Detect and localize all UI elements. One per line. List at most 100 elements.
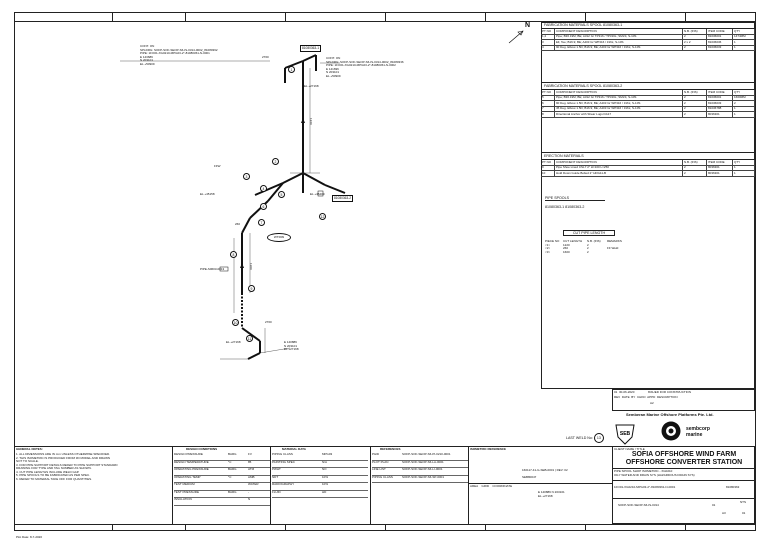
info-cell: MPG03 bbox=[322, 453, 333, 456]
general-notes: 1. ALL DIMENSIONS ARE IN mm UNLESS OTHER… bbox=[16, 452, 118, 481]
strip-col bbox=[370, 446, 371, 524]
info-cell: 85 bbox=[248, 460, 252, 464]
cut-cell: 2 bbox=[587, 246, 589, 251]
tb-line-no: 1FO01-XG0210-MPG03-2"-81080361-N-0001 bbox=[614, 485, 676, 489]
coords-header: AREA GRID COORDINATE bbox=[470, 484, 513, 488]
info-cell: N/A bbox=[322, 460, 328, 464]
info-cell: NO bbox=[322, 468, 327, 471]
info-cell bbox=[228, 498, 248, 505]
info-cell: BARG bbox=[228, 490, 237, 494]
info-row: PWHT NO bbox=[272, 468, 368, 476]
cut-header-cell: N.B. (INS) bbox=[587, 239, 601, 244]
fab2-cell: 8036301 bbox=[707, 112, 733, 117]
cut-header-cell: PIECE NO bbox=[545, 239, 560, 244]
fab1-cell: 1 bbox=[733, 40, 755, 45]
info-cell: PIPING CLASS bbox=[372, 475, 393, 479]
pipe-route bbox=[120, 54, 346, 360]
logo-shield-icon: SEB bbox=[612, 422, 638, 446]
fab2-cell: 1660MM bbox=[733, 96, 755, 101]
spool-tag-mid: 81080363-2 bbox=[332, 195, 354, 202]
fab2-cell: 45 Deg. Elbow 1.5D; B16.9; BE; A403 Gr W… bbox=[555, 107, 683, 112]
erect-title: ERECTION MATERIALS bbox=[541, 152, 755, 161]
erect-cell: 1 bbox=[733, 166, 755, 171]
info-cell: TEST PRESSURE bbox=[174, 490, 199, 494]
info-cell: SOFP-SOF-SEOP-S6-LI-0001 bbox=[402, 468, 443, 471]
erect-header-cell: COMPONENT DESCRIPTION bbox=[555, 160, 683, 165]
tb-divider bbox=[612, 468, 755, 469]
fab2-cell: 2 bbox=[683, 107, 707, 112]
ref-title: REFERENCES bbox=[380, 447, 401, 451]
cut-cell: 1220 bbox=[563, 242, 570, 247]
iso-ref: 160117-41-G-SEB-0001 | REV: 02 bbox=[522, 468, 568, 472]
el-27168-top: EL +27168 bbox=[304, 84, 319, 88]
callout-7: 7 bbox=[258, 219, 265, 226]
ffw-label: FFW bbox=[214, 164, 221, 168]
materials-panel bbox=[541, 22, 755, 389]
fab2-cell: 7 bbox=[541, 107, 555, 112]
callout-1: 1 bbox=[288, 66, 295, 73]
tb-size: A3 bbox=[722, 511, 726, 515]
info-cell: OPERATING PRESSURE bbox=[174, 468, 209, 471]
fab1-cell: Pipe; B36.19M; BE; A312 Gr TP316 / TP316… bbox=[555, 35, 683, 40]
fab2-cell: 1 bbox=[733, 112, 755, 117]
tb-desc2: OILY WATER AND DRAIN SYS (HAZARDOUS DRAI… bbox=[614, 473, 695, 477]
info-cell: BARG bbox=[228, 468, 237, 471]
design-title: DESIGN CONDITIONS bbox=[186, 447, 218, 451]
erect-header-cell: ITEM CODE bbox=[707, 160, 733, 165]
strip-col bbox=[468, 446, 469, 524]
info-cell: AMB bbox=[248, 475, 255, 479]
info-cell: DESIGN PRESSURE bbox=[174, 453, 203, 456]
revision-cols: REV DATE BY CHKD APPD DESCRIPTION bbox=[614, 395, 678, 399]
fab1-cell: 2 bbox=[683, 35, 707, 40]
grid-tick bbox=[485, 12, 486, 21]
fab2-header-cell: PT NO bbox=[541, 90, 555, 95]
dim-2760-top: 2760 bbox=[262, 55, 269, 59]
fab2-cell: 1 bbox=[733, 107, 755, 112]
fab1-cell: 1,2 bbox=[541, 35, 555, 40]
spools-items: 81080363-1 81080363-2 bbox=[545, 205, 585, 210]
iso-title: ISOMETRIC REFERENCE bbox=[470, 447, 507, 451]
fab2-cell: 81036788 bbox=[707, 107, 733, 112]
grid-tick bbox=[385, 524, 386, 531]
station-title: OFFSHORE CONVERTER STATION bbox=[625, 459, 743, 466]
isometric-drawing: CONT. ON SPLDRG: SOFP-SOF-SEOP-S6-IS-031… bbox=[20, 23, 540, 433]
fab2-table: FABRICATION MATERIALS SPOOL 81080363-2 P… bbox=[541, 82, 755, 118]
fab2-header-cell: N.B. (INS) bbox=[683, 90, 707, 95]
erect-cell: 1 bbox=[733, 171, 755, 176]
cut-cell: <2> bbox=[545, 246, 551, 251]
logo-sembcorp: sembcorp marine bbox=[686, 426, 710, 438]
fab2-cell: 81036033 bbox=[707, 101, 733, 106]
info-cell: FLUID bbox=[272, 490, 281, 494]
weld-tag: WTR09 bbox=[267, 233, 291, 242]
fab2-cell: Directional Anchor with Shear Lugs DA17 bbox=[555, 112, 683, 117]
cut-title: CUT PIPE LENGTH bbox=[563, 230, 615, 237]
grid-tick bbox=[112, 12, 113, 21]
fab1-cell: 81036033 bbox=[707, 46, 733, 51]
fab2-cell: 2 bbox=[733, 101, 755, 106]
callout-9: 9 bbox=[248, 285, 255, 292]
fab1-cell: 2 x 2 bbox=[683, 40, 707, 45]
erect-header-cell: N.B. (INS) bbox=[683, 160, 707, 165]
info-cell: PWHT bbox=[272, 468, 281, 471]
grid-tick bbox=[112, 524, 113, 531]
grid-tick bbox=[485, 524, 486, 531]
callout-4: 4 bbox=[260, 185, 267, 192]
dim-1220: 1220 bbox=[309, 118, 313, 125]
grid-tick bbox=[185, 12, 186, 21]
north-arrow-icon bbox=[508, 30, 524, 44]
fab1-cell: 81036036 bbox=[707, 40, 733, 45]
erect-cell: 2 bbox=[683, 171, 707, 176]
iso-ref2: SEB80047 bbox=[522, 475, 537, 479]
fab1-cell: 2 bbox=[683, 46, 707, 51]
